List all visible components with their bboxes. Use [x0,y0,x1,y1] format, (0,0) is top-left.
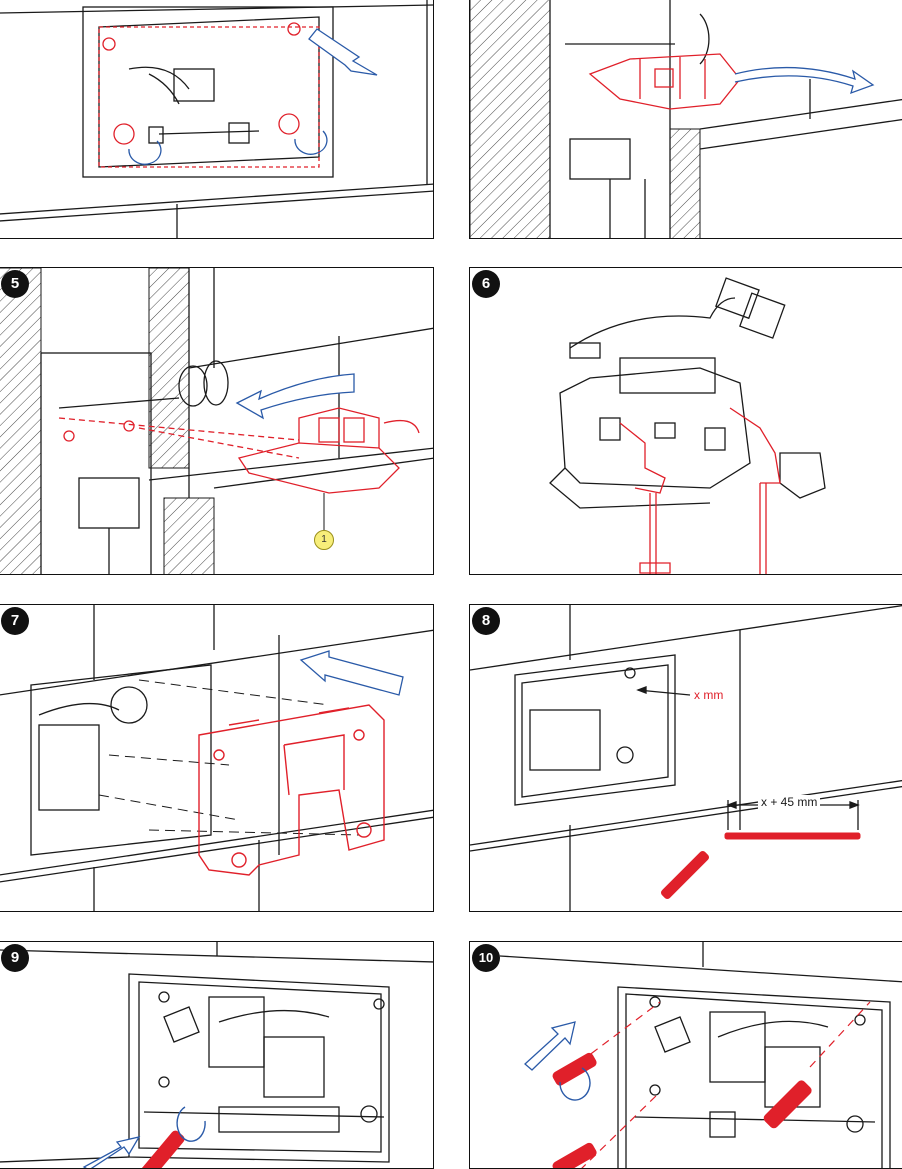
red-mounting-plate [198,704,385,876]
step-number-badge: 5 [1,270,29,298]
insert-arrow [299,650,404,696]
rotate-arrows [128,28,378,165]
red-screws [98,22,320,168]
wall-recess [82,6,334,178]
step-4-panel [469,0,902,239]
step-8-illustration [470,605,902,911]
x-mm-label: x mm [694,688,724,702]
step-number-badge: 10 [472,944,500,972]
step-5-panel: 5 1 [0,267,434,575]
step-7-panel: 7 [0,604,434,912]
step-6-illustration [549,277,826,574]
rotate-arrow [176,1106,206,1142]
step-number-badge: 8 [472,607,500,635]
step-9-panel: 9 [0,941,434,1169]
rotate-arrow [559,1067,591,1101]
step-6-panel: 6 [469,267,902,575]
red-valve-module [58,407,420,494]
red-clips [619,407,781,574]
step-7-illustration [0,605,433,911]
red-module [588,53,741,110]
pull-out-arrow [734,66,875,95]
step-number-badge: 9 [1,944,29,972]
step-5-illustration [0,268,433,574]
step-4-illustration [470,0,902,238]
red-rods [660,832,861,900]
step-3-panel [0,0,434,239]
step-3-illustration [0,0,433,238]
step-9-illustration [0,942,433,1168]
step-number-badge: 6 [472,270,500,298]
red-rods [552,1052,812,1168]
insert-arrow [82,1136,141,1168]
step-number-badge: 7 [1,607,29,635]
step-8-panel: 8 x mm x + 45 mm [469,604,902,912]
step-10-illustration [499,942,902,1168]
insert-arrow [235,373,355,420]
mounting-frame [98,16,320,168]
step-10-panel: 10 [469,941,902,1169]
insert-arrow [524,1021,576,1071]
part-callout: 1 [314,530,334,550]
x-plus-45-label: x + 45 mm [758,795,821,809]
